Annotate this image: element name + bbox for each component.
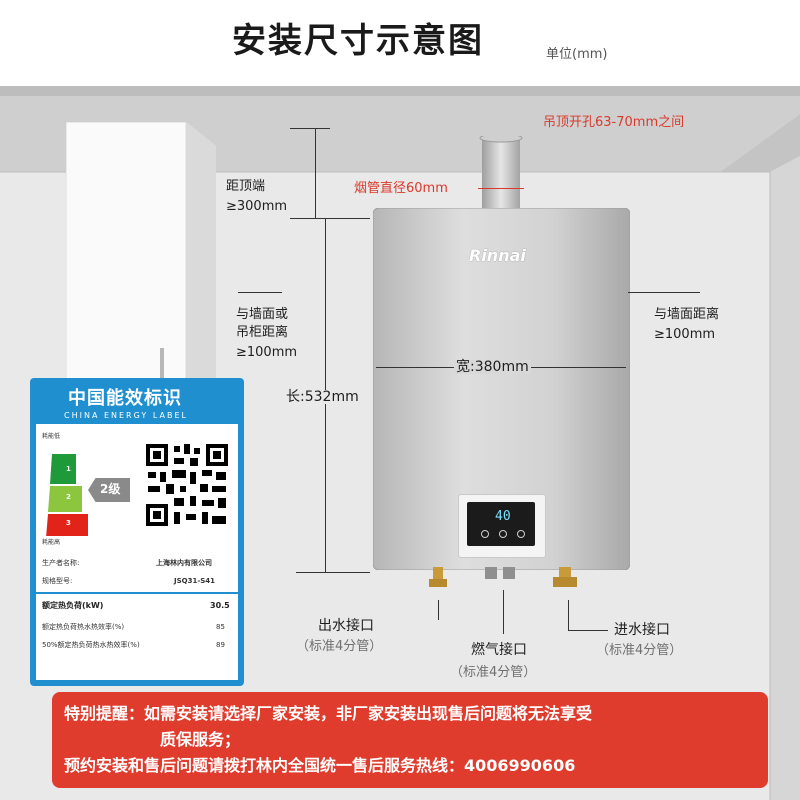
- top-clearance-text-1: 距顶端: [226, 179, 266, 194]
- ceiling-hole-label: 吊顶开孔63-70mm之间: [543, 115, 685, 130]
- left-clearance-text-2: 吊柜距离: [236, 325, 289, 340]
- grade-bars: [46, 454, 88, 536]
- gas-spec: （标准4分管）: [450, 665, 537, 680]
- inlet-callout-line: [568, 600, 569, 630]
- grade-2: 2: [66, 493, 71, 501]
- length-bottom-tick: [296, 572, 370, 573]
- width-label: 宽:380mm: [454, 359, 531, 375]
- load-label: 额定热负荷(kW): [42, 601, 104, 610]
- unit-label: 单位(mm): [546, 47, 608, 62]
- flue-pipe: [478, 136, 524, 212]
- eff-half-label: 50%额定热负荷热水热效率(%): [42, 641, 140, 649]
- display-button-icon: [481, 530, 489, 538]
- eff-full-value: 85: [216, 623, 225, 631]
- gas-callout-line: [503, 590, 504, 634]
- current-grade-badge: 2级: [88, 478, 130, 502]
- model-value: JSQ31-S41: [174, 577, 216, 585]
- length-label: 长:532mm: [286, 389, 359, 405]
- top-clearance-text-2: ≥300mm: [226, 199, 288, 214]
- pipe-connectors: [429, 567, 577, 587]
- water-heater: Rinnai 40: [373, 208, 630, 570]
- outlet-spec: （标准4分管）: [296, 639, 383, 654]
- flue-diameter-label: 烟管直径60mm: [354, 181, 448, 196]
- grade-3: 3: [66, 519, 71, 527]
- left-clearance-text-3: ≥100mm: [236, 345, 298, 360]
- outlet-callout-line: [438, 600, 439, 620]
- display-button-icon: [517, 530, 525, 538]
- energy-label: 中国能效标识 CHINA ENERGY LABEL 耗能低 1 2 3 2级 耗…: [30, 378, 244, 686]
- top-clearance-line: [315, 128, 316, 218]
- eff-half-value: 89: [216, 641, 225, 649]
- notice-banner: 特别提醒：如需安装请选择厂家安装，非厂家安装出现售后问题将无法享受 质保服务； …: [52, 692, 768, 788]
- display-button-icon: [499, 530, 507, 538]
- flue-diameter-line: [478, 188, 524, 189]
- notice-line-1: 特别提醒：如需安装请选择厂家安装，非厂家安装出现售后问题将无法享受: [64, 704, 593, 723]
- left-clearance-line: [238, 292, 282, 293]
- left-clearance-text-1: 与墙面或: [236, 307, 289, 322]
- notice-line-2: 质保服务；: [160, 730, 241, 749]
- low-consumption-text: 耗能低: [42, 433, 61, 440]
- eff-full-label: 额定热负荷热水热效率(%): [42, 623, 125, 631]
- header: 安装尺寸示意图 单位(mm): [0, 0, 800, 86]
- right-clearance-text-1: 与墙面距离: [654, 307, 720, 322]
- brand-logo: Rinnai: [469, 246, 526, 265]
- length-top-tick: [296, 218, 370, 219]
- page-title: 安装尺寸示意图: [232, 21, 484, 61]
- inlet-spec: （标准4分管）: [596, 643, 683, 658]
- energy-standard: 依据国家标准: GB 20665-2015: [64, 673, 152, 680]
- gas-label: 燃气接口: [471, 642, 527, 658]
- high-consumption-text: 耗能高: [42, 539, 61, 546]
- qr-code: [144, 442, 230, 528]
- inlet-callout-hline: [568, 630, 608, 631]
- inlet-label: 进水接口: [614, 622, 670, 638]
- divider: [36, 592, 238, 594]
- outlet-label: 出水接口: [318, 618, 374, 634]
- current-grade-text: 2级: [100, 482, 121, 496]
- right-clearance-text-2: ≥100mm: [654, 327, 716, 342]
- right-clearance-line: [628, 292, 700, 293]
- notice-line-3: 预约安装和售后问题请拨打林内全国统一售后服务热线：4006990606: [64, 756, 576, 775]
- temperature-display: 40: [495, 509, 511, 524]
- grade-1: 1: [66, 465, 71, 473]
- manufacturer-value: 上海林内有限公司: [156, 559, 212, 567]
- load-value: 30.5: [210, 601, 230, 610]
- model-label: 规格型号:: [42, 577, 73, 585]
- manufacturer-label: 生产者名称:: [42, 559, 80, 567]
- control-panel: 40: [458, 494, 546, 558]
- energy-label-title: 中国能效标识: [68, 388, 182, 409]
- top-ref-tick: [290, 128, 330, 129]
- energy-label-body: 耗能低 1 2 3 2级 耗能高 生产者名称: [36, 424, 238, 680]
- display-screen: 40: [467, 502, 535, 546]
- energy-label-subtitle: CHINA ENERGY LABEL: [64, 411, 188, 420]
